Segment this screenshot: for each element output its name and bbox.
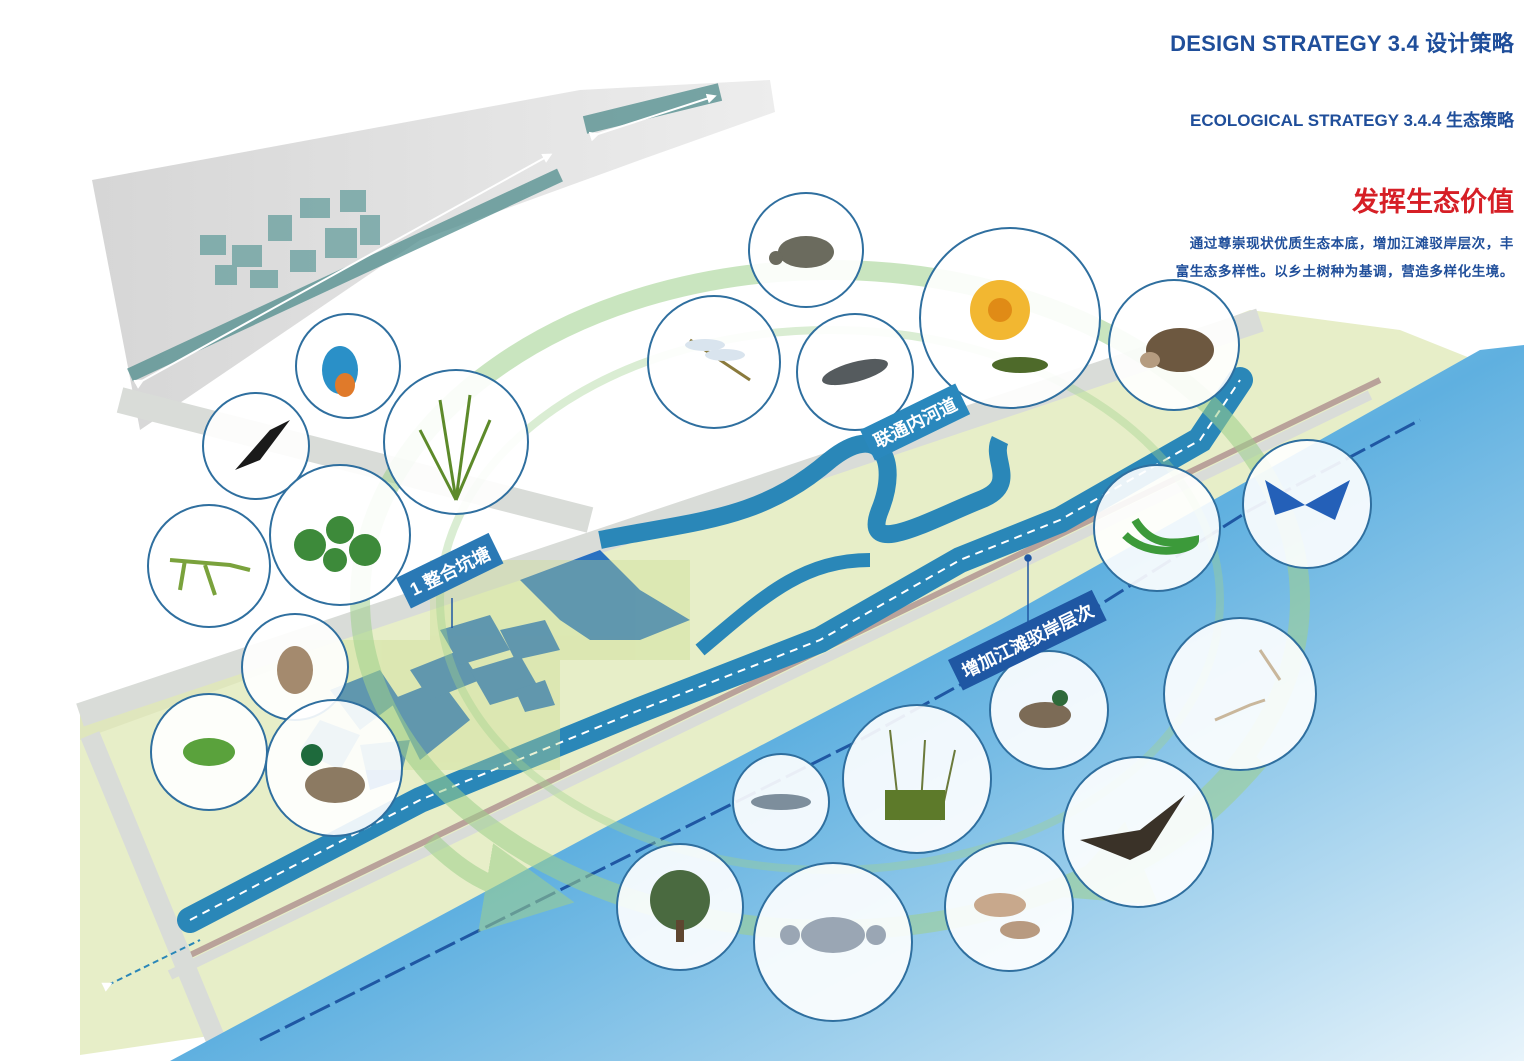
description-line-1: 通过尊崇现状优质生态本底，增加江滩驳岸层次，丰 [1189, 236, 1514, 251]
turtle-icon [769, 236, 834, 268]
crab-icon [780, 917, 886, 953]
dragonfly-icon [685, 338, 751, 382]
hedgehog-icon [1140, 328, 1214, 372]
lily-pad-icon [294, 516, 381, 572]
description-line-2: 富生态多样性。以乡土树种为基调，营造多样化生境。 [1175, 264, 1514, 279]
mantis-icon [169, 558, 251, 596]
satellite-inset [92, 80, 775, 430]
inner-waterway [101, 367, 1253, 992]
species-circle [147, 504, 271, 628]
species-circle [1163, 617, 1317, 771]
mallard-icon [301, 744, 365, 803]
species-glyphs [169, 236, 1350, 953]
butterfly-icon [1265, 480, 1350, 520]
snake-icon [1122, 517, 1200, 555]
tree-icon [650, 870, 710, 942]
falcon-icon [1080, 795, 1185, 860]
egret-icon [1214, 649, 1282, 722]
species-circle [383, 369, 529, 515]
section-title: ECOLOGICAL STRATEGY 3.4.4 生态策略 [1190, 111, 1514, 130]
reed-grass-icon [418, 394, 492, 501]
stork-icon [235, 420, 290, 470]
species-circle [647, 295, 781, 429]
species-circle [842, 704, 992, 854]
page-title: DESIGN STRATEGY 3.4 设计策略 [1170, 31, 1514, 56]
carp-icon [974, 893, 1040, 939]
kingfisher-icon [322, 346, 358, 397]
duck-icon [1019, 690, 1071, 728]
squirrel-icon [277, 646, 313, 694]
frog-icon [183, 738, 235, 766]
fish-icon [751, 794, 811, 810]
species-circle [1093, 464, 1221, 592]
cattail-icon [885, 729, 956, 821]
chrysanthemum-icon [970, 280, 1048, 373]
catfish-icon [822, 358, 888, 386]
strategy-headline: 发挥生态价值 [1352, 187, 1514, 217]
